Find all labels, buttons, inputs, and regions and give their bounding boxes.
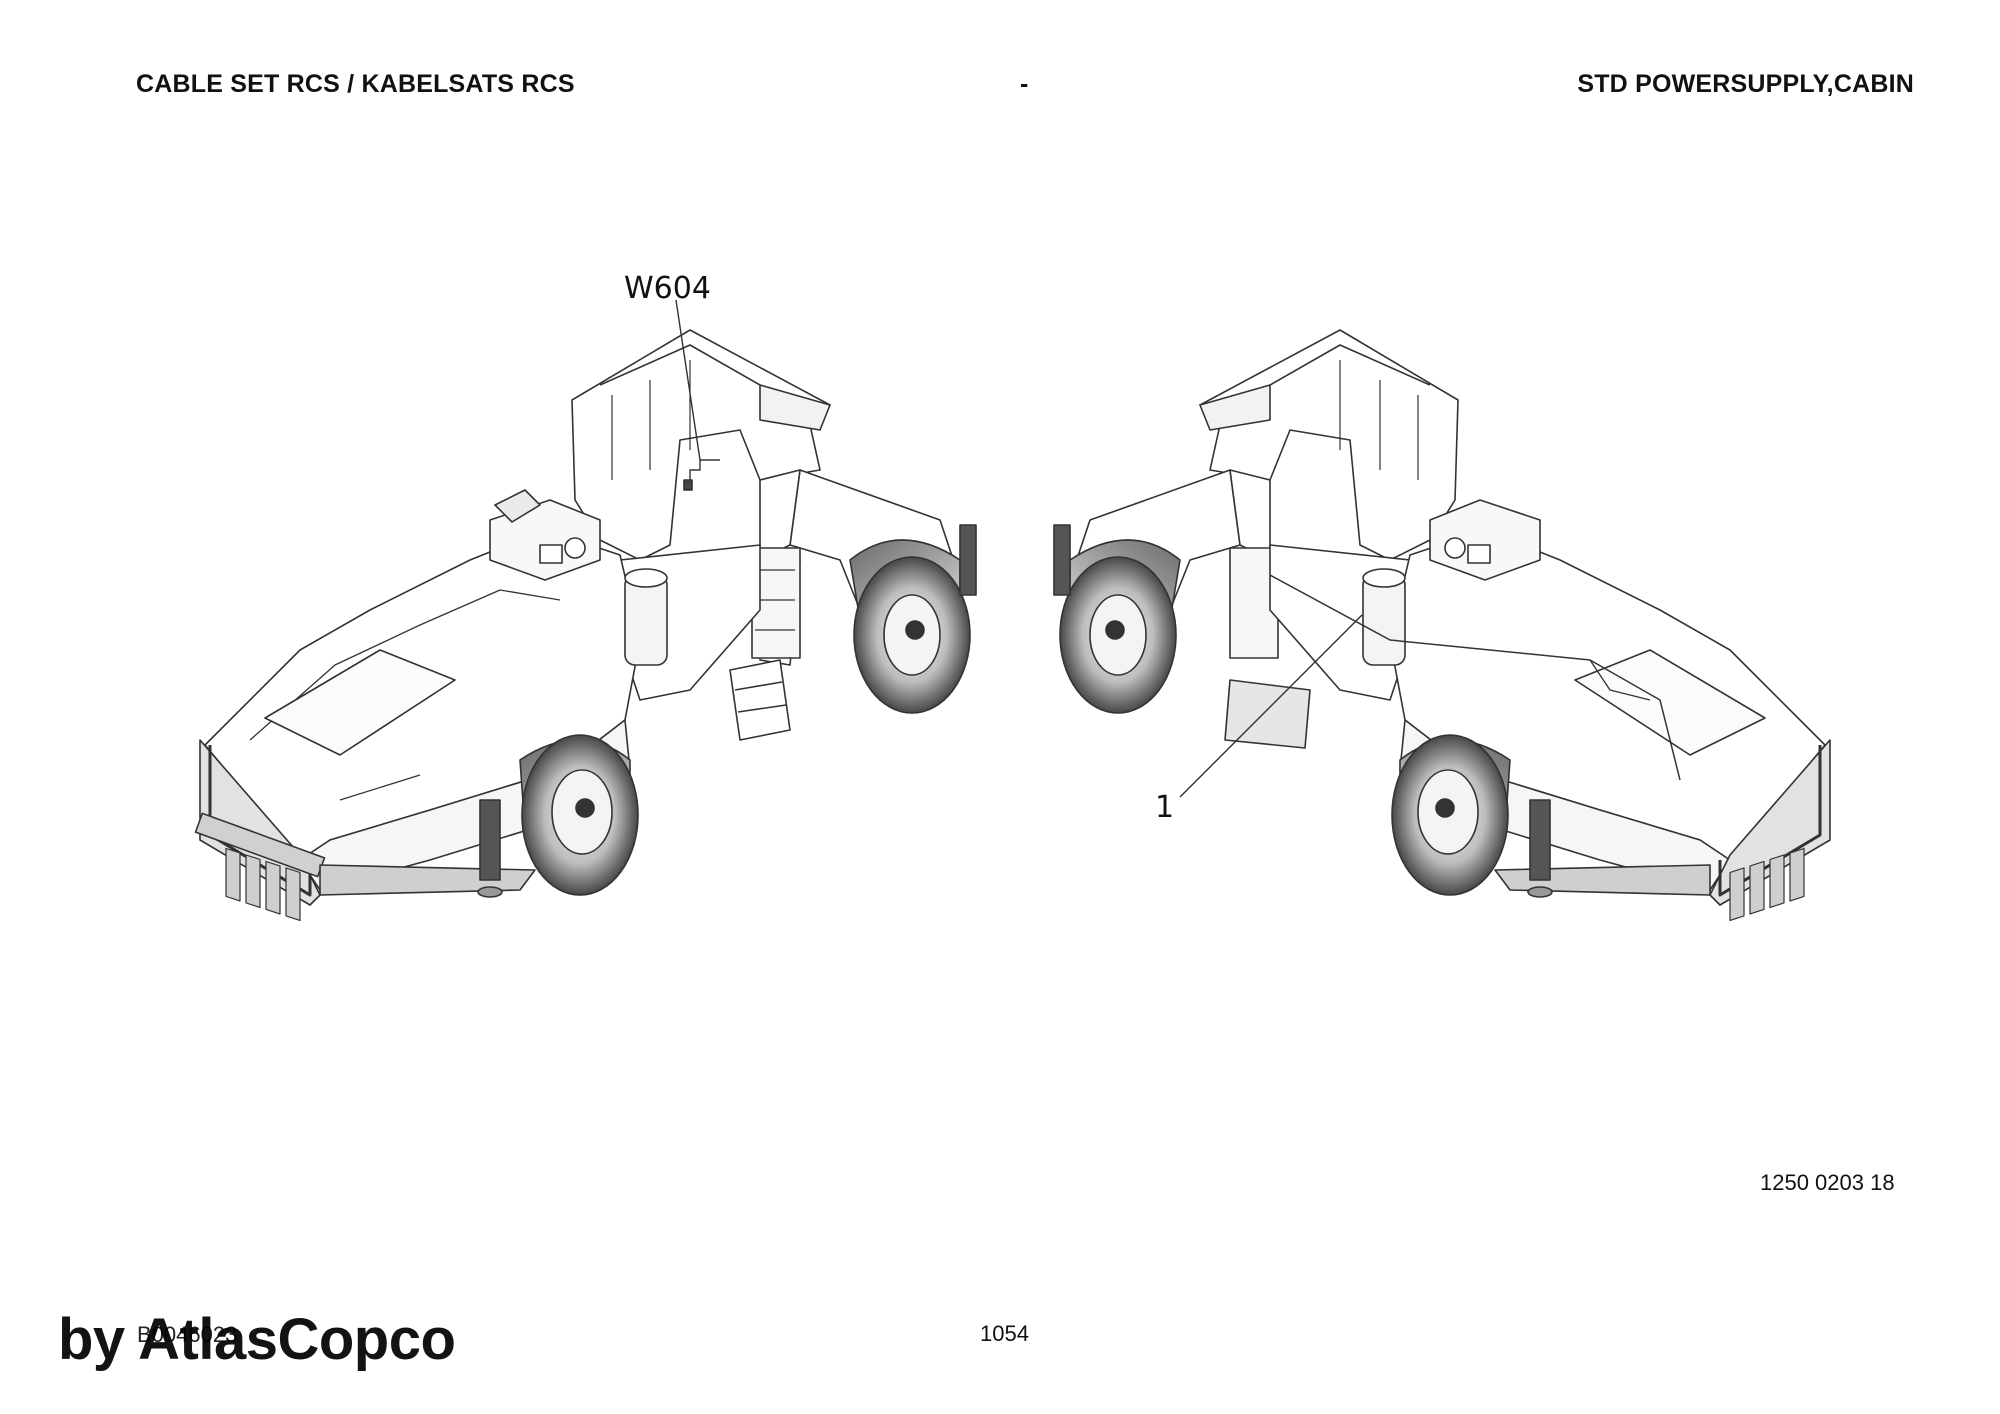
callout-line-1 <box>1179 614 1363 798</box>
callout-1: 1 <box>1155 790 1174 825</box>
callout-line-w604 <box>675 299 701 461</box>
part-number: 1250 0203 18 <box>1760 1170 1895 1195</box>
header-title-left: CABLE SET RCS / KABELSATS RCS <box>136 70 575 98</box>
vehicle-right <box>1053 329 1831 922</box>
header-title-right: STD POWERSUPPLY,CABIN <box>1577 70 1914 98</box>
header-center-mark: - <box>1020 70 1029 98</box>
callout-w604: W604 <box>624 271 711 306</box>
vehicle-left <box>194 329 977 922</box>
watermark: by AtlasCopco <box>58 1307 456 1372</box>
page-number: 1054 <box>980 1321 1029 1346</box>
drawing-id: B0046023 <box>137 1322 238 1347</box>
